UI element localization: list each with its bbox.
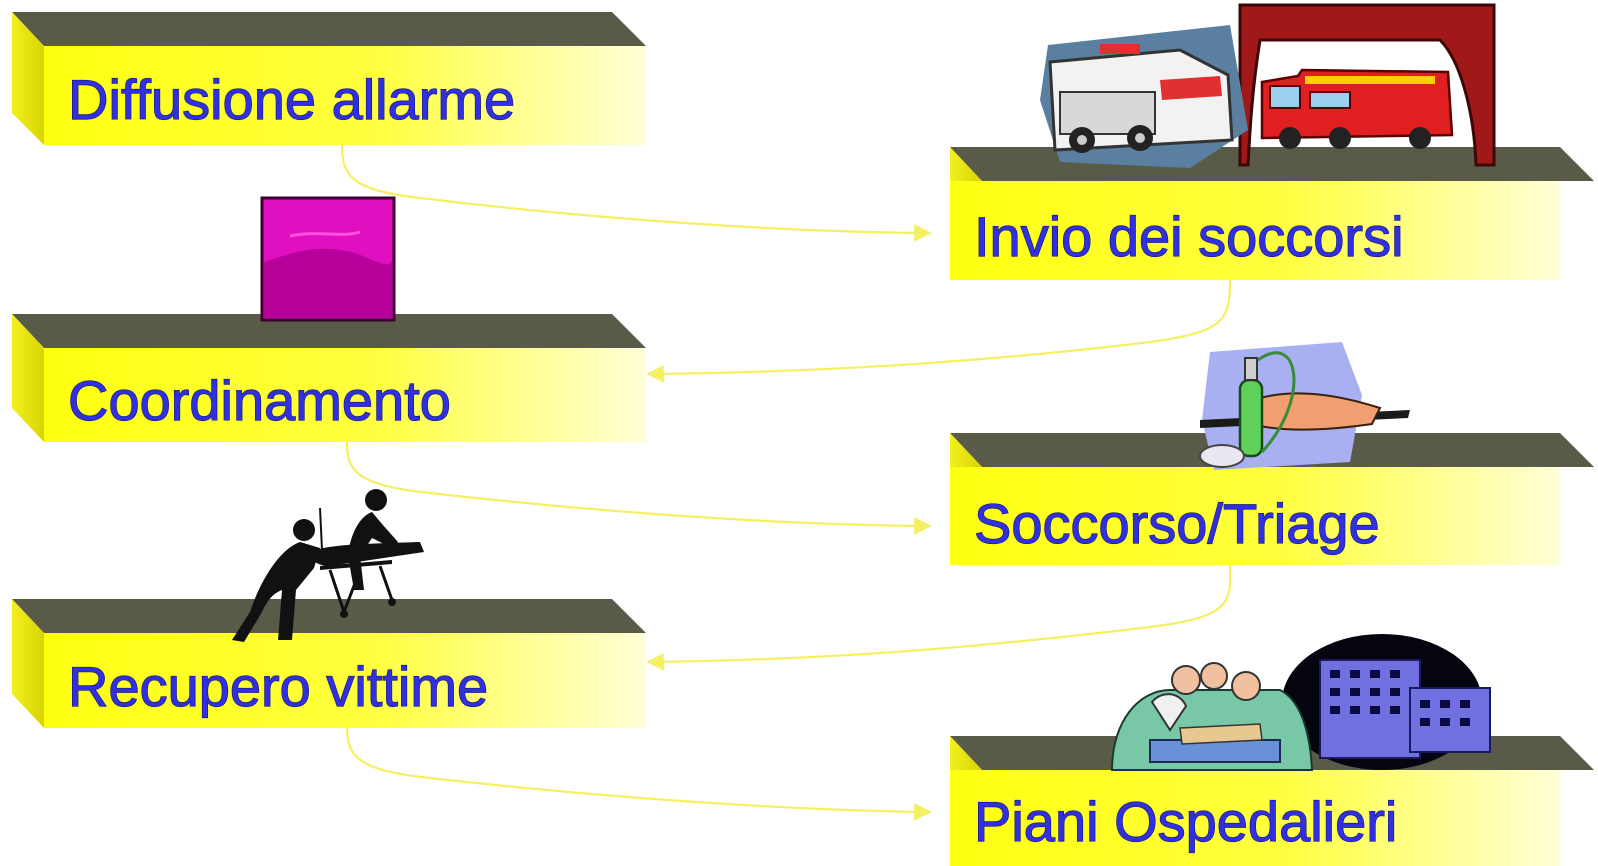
step-box-3: Coordinamento <box>12 314 646 442</box>
box-top <box>950 147 1594 181</box>
oxygen-stretcher-icon <box>1199 342 1410 470</box>
connector-1-2 <box>340 144 932 242</box>
step-label-3: Coordinamento <box>68 369 451 432</box>
box-side <box>12 314 44 442</box>
magenta-box-icon <box>260 196 396 322</box>
box-face <box>950 467 1560 565</box>
box-side <box>12 599 44 728</box>
step-box-5: Recupero vittime <box>12 599 646 728</box>
box-top <box>12 12 646 46</box>
box-face <box>44 348 646 442</box>
surgery-hospital-icon <box>1110 634 1491 771</box>
step-box-2: Invio dei soccorsi <box>950 147 1594 280</box>
box-top <box>12 599 646 633</box>
connectors <box>340 144 1232 821</box>
stretcher-bearers-icon <box>232 489 424 642</box>
box-face <box>44 46 646 145</box>
step-label-4: Soccorso/Triage <box>974 492 1380 555</box>
connector-2-3 <box>646 279 1232 383</box>
step-label-2: Invio dei soccorsi <box>974 205 1404 268</box>
connector-4-5 <box>646 564 1232 671</box>
step-label-5: Recupero vittime <box>68 655 488 718</box>
box-face <box>950 770 1560 866</box>
box-face <box>44 633 646 728</box>
step-label-1: Diffusione allarme <box>68 68 515 131</box>
box-side <box>12 12 44 145</box>
box-top <box>12 314 646 348</box>
step-box-1: Diffusione allarme <box>12 12 646 145</box>
step-box-4: Soccorso/Triage <box>950 433 1594 565</box>
step-label-6: Piani Ospedalieri <box>974 790 1397 853</box>
connector-3-4 <box>345 441 932 535</box>
box-face <box>950 181 1560 280</box>
connector-5-6 <box>345 724 932 821</box>
ambulance-firetruck-icon <box>1040 3 1496 168</box>
